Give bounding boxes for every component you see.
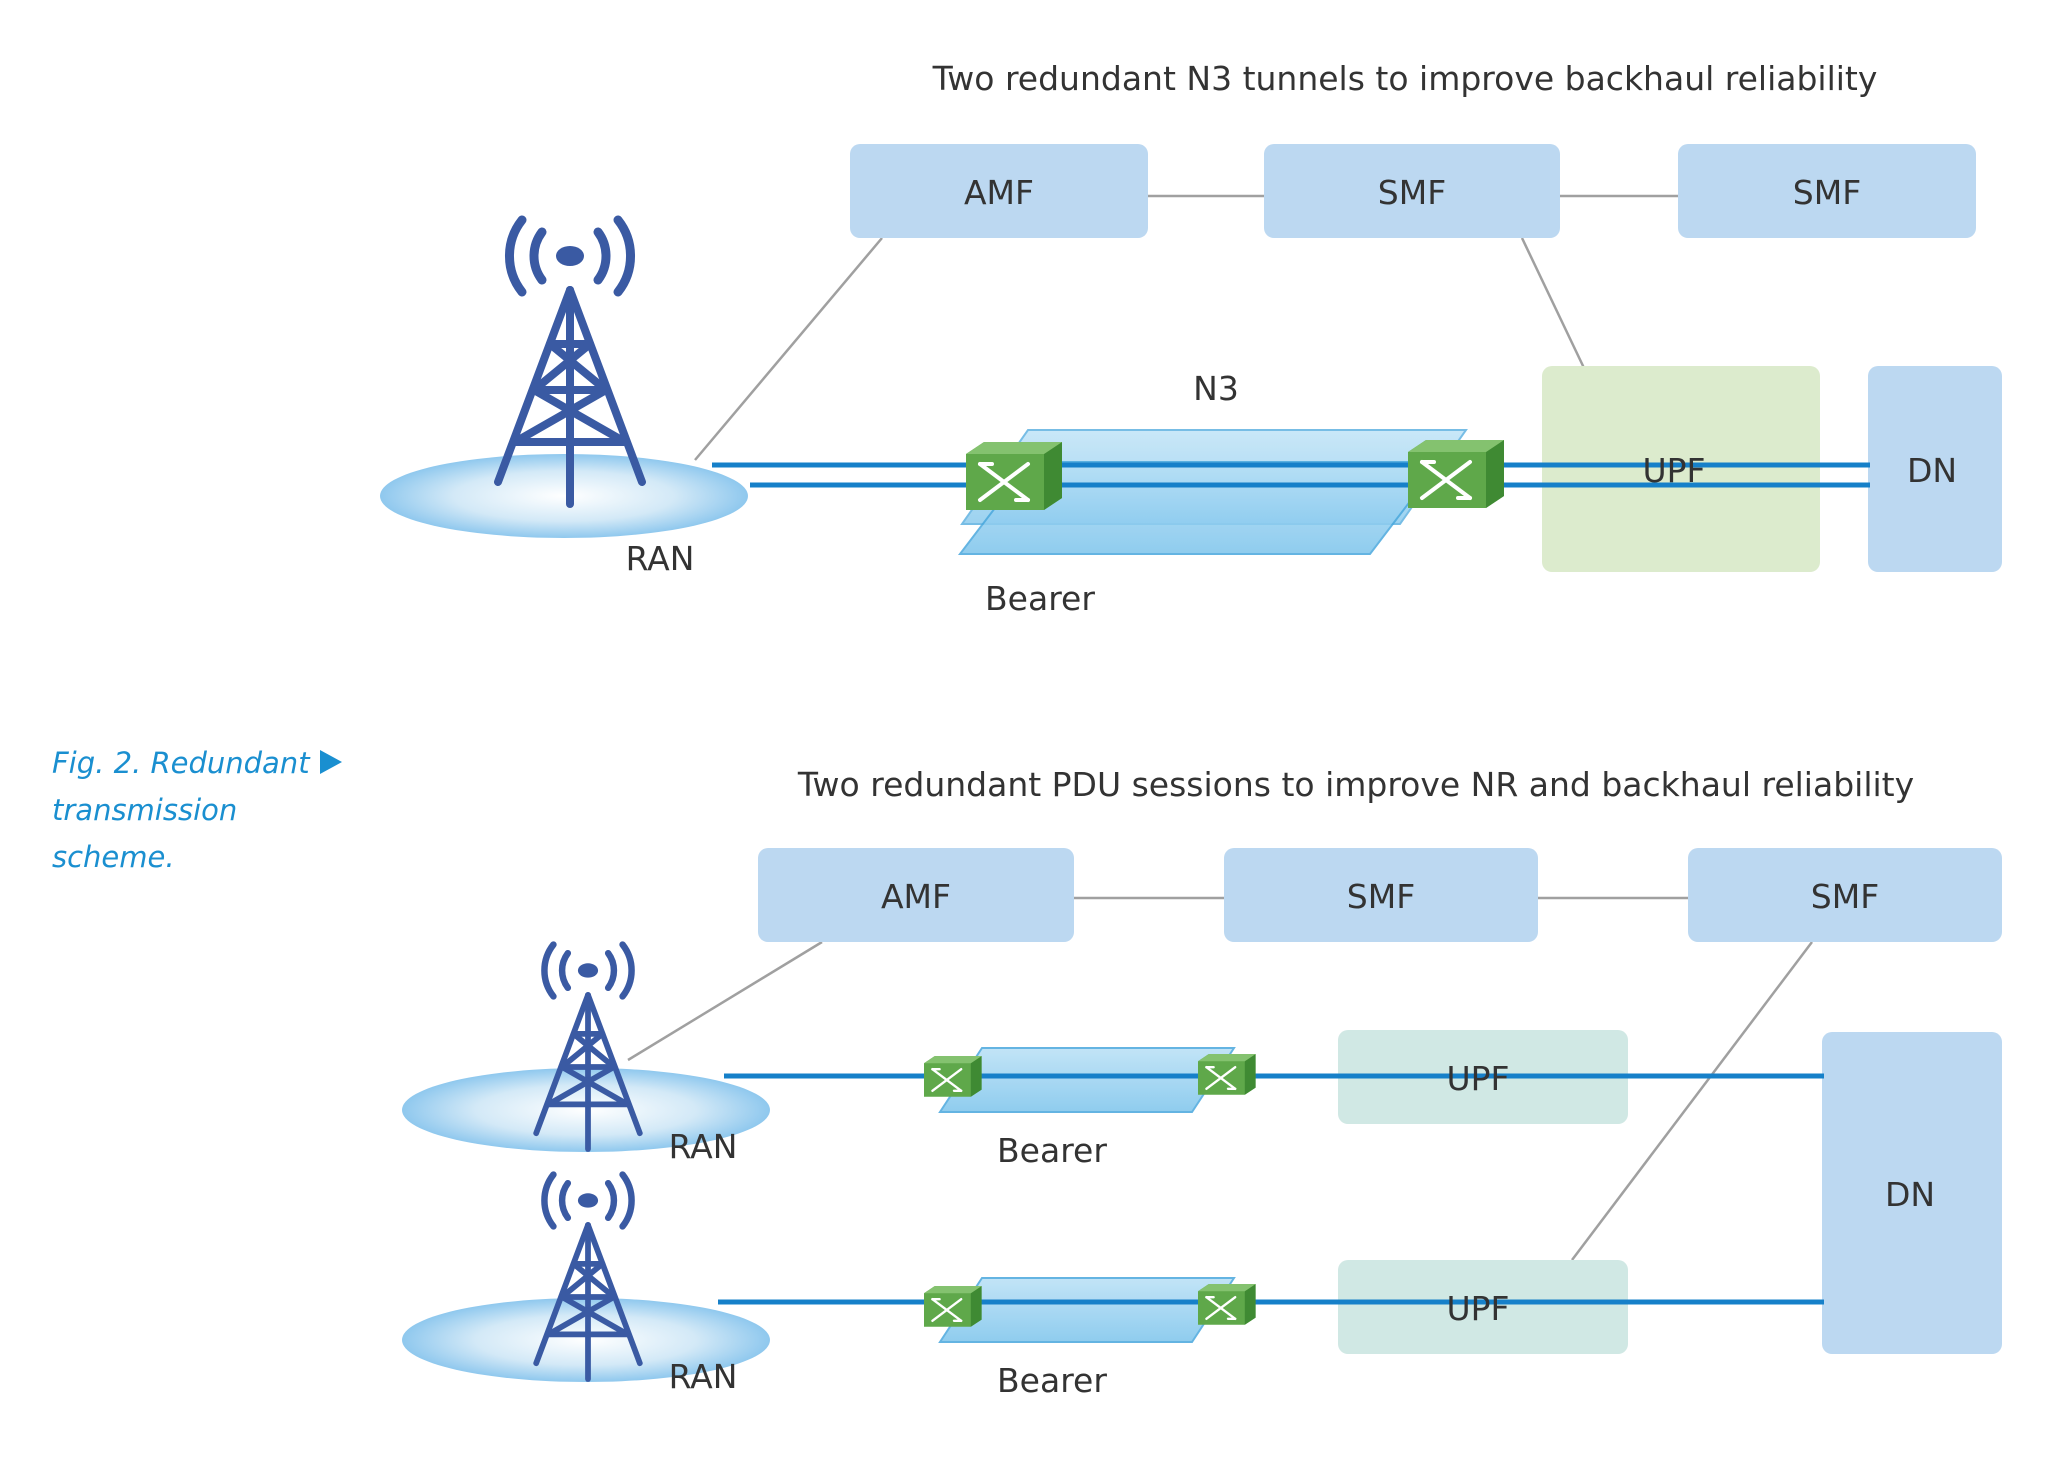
figure-caption: Fig. 2. Redundant transmission scheme. <box>52 740 352 881</box>
bottom-dn-label: DN <box>1885 1175 1935 1214</box>
top-amf-label: AMF <box>964 173 1034 212</box>
top-title: Two redundant N3 tunnels to improve back… <box>932 59 1878 98</box>
top-connector-lines <box>694 194 1678 461</box>
top-router-icon-left <box>964 440 1064 512</box>
bottom-router-icon-1-left <box>922 1054 983 1099</box>
top-smf-box-1 <box>1264 144 1560 238</box>
top-n3-label: N3 <box>1193 369 1239 408</box>
top-bearer-label: Bearer <box>985 579 1095 618</box>
top-smf-label-1: SMF <box>1378 173 1446 212</box>
bottom-link-ran-amf <box>627 940 823 1062</box>
bottom-smf-label-2: SMF <box>1811 877 1879 916</box>
bottom-ran-label-2: RAN <box>669 1357 738 1396</box>
bottom-smf-label-1: SMF <box>1347 877 1415 916</box>
bottom-router-icon-2-right <box>1196 1282 1257 1327</box>
caption-line-3: scheme. <box>52 840 175 874</box>
top-ran-ellipse <box>380 454 748 538</box>
bottom-bearer-label-2: Bearer <box>997 1361 1107 1400</box>
bottom-ran-label-1: RAN <box>669 1127 738 1166</box>
top-link-smf-upf <box>1520 237 1586 369</box>
top-dn-box <box>1868 366 2002 572</box>
bottom-bearer-label-1: Bearer <box>997 1131 1107 1170</box>
top-amf-box <box>850 144 1148 238</box>
bottom-bearer-plane-2 <box>938 1277 1236 1343</box>
bottom-link-smf-upf <box>1571 941 1813 1261</box>
bottom-dn-box <box>1822 1032 2002 1354</box>
top-upf-label: UPF <box>1642 451 1705 490</box>
bottom-upf-label-2: UPF <box>1446 1289 1509 1328</box>
bottom-bearer-plane-1 <box>938 1047 1236 1113</box>
bottom-upf-box-2 <box>1338 1260 1628 1354</box>
top-link-ran-amf <box>694 237 883 461</box>
top-smf-box-2 <box>1678 144 1976 238</box>
top-smf-label-2: SMF <box>1793 173 1861 212</box>
top-ran-label: RAN <box>626 539 695 578</box>
top-upf-box <box>1542 366 1820 572</box>
bottom-connector-lines <box>627 896 1813 1261</box>
caption-arrow-icon <box>320 750 342 774</box>
bottom-pdu-sessions <box>718 1073 1824 1305</box>
bottom-router-icon-1-right <box>1196 1052 1257 1097</box>
bottom-router-icon-2-left <box>922 1284 983 1329</box>
caption-line-2: transmission <box>52 793 238 827</box>
bottom-smf-box-1 <box>1224 848 1538 942</box>
bottom-amf-label: AMF <box>881 877 951 916</box>
bottom-amf-box <box>758 848 1074 942</box>
bottom-upf-label-1: UPF <box>1446 1059 1509 1098</box>
top-router-icon-right <box>1406 438 1506 510</box>
top-n3-tunnels <box>712 462 1870 488</box>
bottom-smf-box-2 <box>1688 848 2002 942</box>
caption-line-1: Fig. 2. Redundant <box>52 746 310 780</box>
top-dn-label: DN <box>1907 451 1957 490</box>
bottom-title: Two redundant PDU sessions to improve NR… <box>797 765 1914 804</box>
